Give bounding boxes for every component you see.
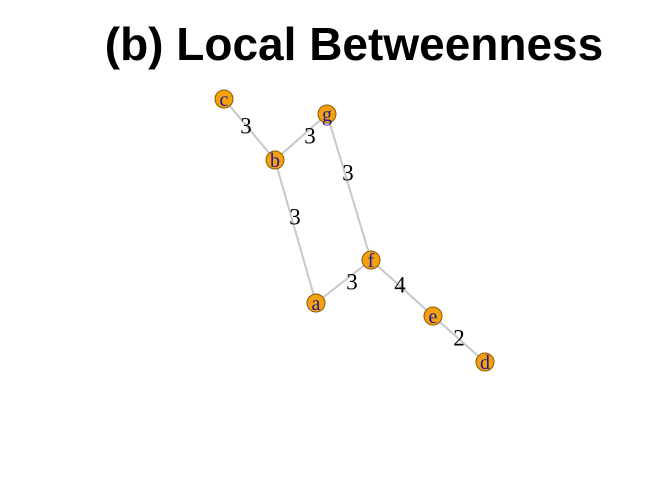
edge-f-e xyxy=(370,259,434,317)
node-circle-a xyxy=(306,293,326,313)
edge-label-f-e: 4 xyxy=(394,273,406,298)
edge-label-b-a: 3 xyxy=(289,205,301,230)
edge-label-c-b: 3 xyxy=(240,114,252,139)
edge-label-e-d: 2 xyxy=(453,326,465,351)
edge-labels-layer: 3 3 3 3 3 4 2 xyxy=(240,114,465,351)
node-circle-b xyxy=(265,150,285,170)
edge-a-f xyxy=(315,259,372,304)
edge-g-f xyxy=(326,113,372,261)
node-label-g: g xyxy=(322,104,332,126)
node-label-b: b xyxy=(270,150,280,172)
nodes-layer: c g b f a e d xyxy=(214,89,495,374)
edges-layer xyxy=(223,98,486,363)
node-g: g xyxy=(317,104,337,126)
node-a: a xyxy=(306,293,326,315)
figure-title: (b) Local Betweenness xyxy=(105,18,603,70)
node-label-d: d xyxy=(480,352,490,374)
edge-b-g xyxy=(274,113,328,161)
node-c: c xyxy=(214,89,234,111)
node-circle-c xyxy=(214,89,234,109)
node-label-f: f xyxy=(368,250,375,272)
node-circle-d xyxy=(475,352,495,372)
edge-label-a-f: 3 xyxy=(346,270,358,295)
node-circle-g xyxy=(317,104,337,124)
edge-e-d xyxy=(432,315,486,363)
node-circle-e xyxy=(423,306,443,326)
node-label-e: e xyxy=(429,306,438,328)
node-label-c: c xyxy=(220,89,229,111)
node-b: b xyxy=(265,150,285,172)
node-e: e xyxy=(423,306,443,328)
node-label-a: a xyxy=(312,293,321,315)
edge-c-b xyxy=(223,98,276,161)
edge-b-a xyxy=(274,159,317,304)
node-d: d xyxy=(475,352,495,374)
node-circle-f xyxy=(361,250,381,270)
edge-label-b-g: 3 xyxy=(304,124,316,149)
edge-label-g-f: 3 xyxy=(342,161,354,186)
node-f: f xyxy=(361,250,381,272)
